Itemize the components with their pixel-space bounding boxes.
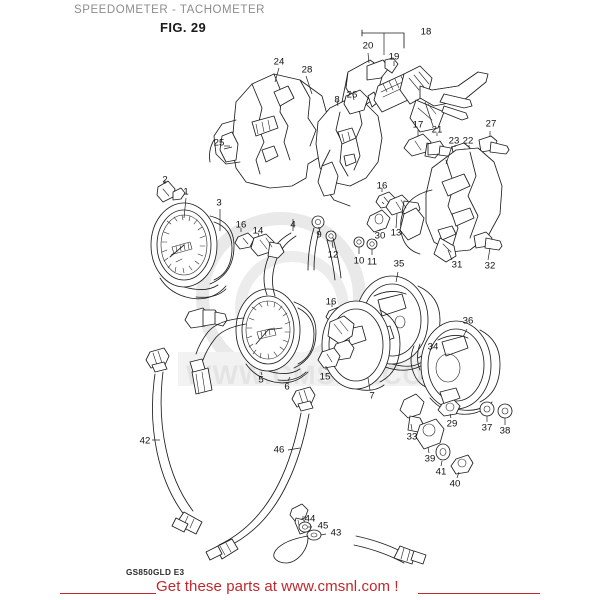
callout-number: 25	[213, 137, 225, 149]
part-5-tachometer	[190, 289, 316, 394]
callout-number: 23	[448, 135, 460, 147]
callout-number: 41	[435, 466, 447, 478]
callout-number: 13	[390, 227, 402, 239]
callout-number: 33	[406, 431, 418, 443]
figure-label: FIG. 29	[160, 20, 207, 35]
callout-number: 18	[420, 26, 432, 38]
callout-number: 40	[449, 478, 461, 490]
footer-rule-right	[418, 593, 540, 594]
part-23-headlamp-bracket	[400, 146, 502, 262]
callout-number: 38	[499, 425, 511, 437]
callout-number: 34	[427, 341, 439, 353]
callout-number: 4	[290, 219, 296, 231]
callout-number: 45	[317, 520, 329, 532]
callout-number: 35	[393, 258, 405, 270]
callout-number: 39	[424, 453, 436, 465]
part-1-speedometer	[151, 180, 234, 328]
callout-number: 16	[325, 296, 337, 308]
part-small-hardware	[308, 195, 420, 280]
part-46-tachometer-cable	[206, 387, 315, 560]
callout-number: 20	[362, 40, 374, 52]
callout-number: 31	[451, 259, 463, 271]
part-8-instrument-bracket	[316, 90, 382, 206]
callout-number: 36	[462, 315, 474, 327]
callout-number: 14	[252, 225, 264, 237]
callout-number: 26	[346, 89, 358, 101]
part-42-speedometer-cable	[146, 348, 202, 534]
callout-number: 1	[183, 186, 189, 198]
page-title: SPEEDOMETER - TACHOMETER	[74, 4, 266, 16]
callout-number: 29	[446, 418, 458, 430]
callout-number: 8	[334, 94, 340, 106]
part-43-44-45-fasteners	[274, 504, 326, 563]
callout-number: 28	[301, 64, 313, 76]
part-36-headlamp-body	[421, 321, 500, 414]
callout-number: 24	[273, 56, 285, 68]
callout-number: 37	[481, 422, 493, 434]
callout-number: 9	[316, 229, 322, 241]
callout-number: 43	[330, 527, 342, 539]
promo-text: Get these parts at www.cmsnl.com !	[156, 578, 399, 595]
part-lower-right-hardware	[400, 394, 512, 478]
callout-number: 17	[412, 119, 424, 131]
callout-number: 27	[485, 118, 497, 130]
callout-number: 15	[319, 371, 331, 383]
part-4-gauge-bracket	[264, 219, 296, 296]
callout-number: 44	[304, 513, 316, 525]
part-25-bracket	[210, 140, 231, 162]
callout-number: 30	[374, 230, 386, 242]
callout-number: 3	[216, 197, 222, 209]
callout-number: 10	[353, 255, 365, 267]
part-cable-end-right	[354, 536, 426, 564]
callout-number: 16	[235, 219, 247, 231]
callout-number: 21	[431, 124, 443, 136]
model-code: GS850GLD E3	[126, 568, 185, 577]
callout-number: 32	[484, 260, 496, 272]
callout-number: 12	[327, 249, 339, 261]
callout-number: 42	[139, 435, 151, 447]
callout-number: 11	[367, 256, 377, 268]
part-24-upper-cover	[214, 68, 328, 188]
footer-rule-left	[60, 593, 156, 594]
callout-number: 2	[162, 174, 168, 186]
callout-number: 7	[369, 390, 375, 402]
callout-number: 22	[462, 135, 474, 147]
callout-number: 6	[284, 381, 290, 393]
callout-number: 5	[258, 374, 264, 386]
callout-number: 16	[376, 180, 388, 192]
callout-number: 46	[273, 444, 285, 456]
callout-number: 19	[388, 51, 400, 63]
